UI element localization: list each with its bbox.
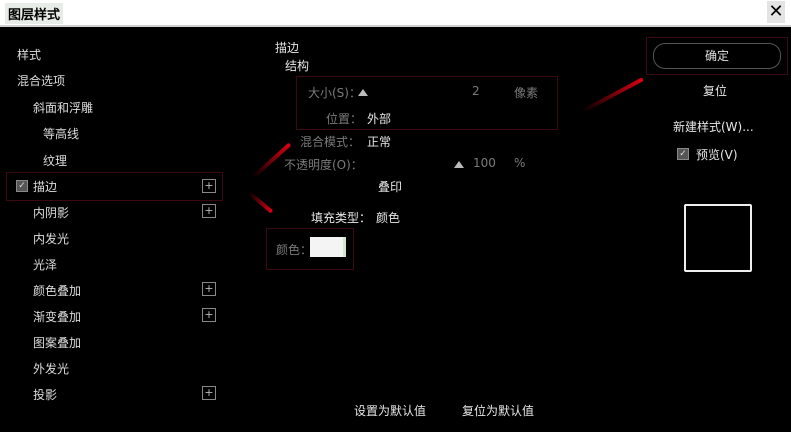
sidebar-item-blending-options[interactable]: 混合选项	[17, 74, 66, 88]
fill-type-select[interactable]: 颜色	[376, 211, 401, 225]
sidebar-item-outer-glow[interactable]: 外发光	[33, 362, 70, 376]
stroke-add-icon[interactable]: +	[202, 179, 216, 193]
sidebar-item-color-overlay[interactable]: 颜色叠加	[33, 284, 82, 298]
stroke-checkbox[interactable]: ✓	[16, 180, 28, 192]
group-title: 结构	[285, 59, 310, 73]
size-position-highlight	[296, 76, 558, 130]
sidebar-item-bevel-emboss[interactable]: 斜面和浮雕	[33, 101, 94, 115]
blend-mode-label: 混合模式：	[300, 135, 361, 149]
position-select[interactable]: 外部	[367, 112, 392, 126]
ok-highlight	[646, 37, 788, 75]
sidebar-item-inner-glow[interactable]: 内发光	[33, 232, 70, 246]
color-overlay-add-icon[interactable]: +	[202, 282, 216, 296]
sidebar-item-pattern-overlay[interactable]: 图案叠加	[33, 336, 82, 350]
sidebar-item-gradient-overlay[interactable]: 渐变叠加	[33, 310, 82, 324]
size-value[interactable]: 2	[472, 84, 480, 98]
preview-label: 预览(V)	[696, 148, 738, 162]
overprint-checkbox[interactable]: 叠印	[378, 180, 403, 194]
reset-button[interactable]: 复位	[703, 84, 728, 98]
sidebar-item-satin[interactable]: 光泽	[33, 258, 58, 272]
sidebar-item-contour[interactable]: 等高线	[43, 127, 80, 141]
sidebar-item-inner-shadow[interactable]: 内阴影	[33, 206, 70, 220]
sidebar-item-stroke[interactable]: 描边	[33, 180, 58, 194]
stroke-highlight	[6, 172, 223, 201]
sidebar-item-texture[interactable]: 纹理	[43, 154, 68, 168]
style-preview-thumbnail	[684, 204, 752, 272]
inner-shadow-add-icon[interactable]: +	[202, 204, 216, 218]
fill-type-label: 填充类型：	[311, 211, 372, 225]
section-title: 描边	[275, 41, 300, 55]
size-slider-handle[interactable]	[358, 89, 368, 96]
size-unit: 像素	[514, 86, 539, 100]
gradient-overlay-add-icon[interactable]: +	[202, 308, 216, 322]
annotation-arrow-ok	[582, 77, 644, 113]
reset-default-button[interactable]: 复位为默认值	[462, 404, 535, 418]
new-style-button[interactable]: 新建样式(W)...	[673, 120, 754, 134]
opacity-label: 不透明度(O)：	[284, 158, 363, 172]
position-label: 位置：	[326, 112, 363, 126]
preview-checkbox[interactable]: ✓	[677, 148, 689, 160]
sidebar-item-drop-shadow[interactable]: 投影	[33, 388, 58, 402]
set-default-button[interactable]: 设置为默认值	[354, 404, 427, 418]
title-bar: 图层样式 ✕	[0, 0, 791, 27]
close-icon[interactable]: ✕	[767, 1, 785, 23]
sidebar-item-styles[interactable]: 样式	[17, 48, 42, 62]
opacity-unit: %	[514, 156, 526, 170]
drop-shadow-add-icon[interactable]: +	[202, 386, 216, 400]
color-highlight	[266, 228, 354, 270]
annotation-arrow-color	[247, 191, 274, 214]
ok-button[interactable]: 确定	[653, 43, 781, 69]
opacity-slider-handle[interactable]	[454, 161, 464, 168]
window-title: 图层样式	[5, 3, 64, 24]
color-swatch[interactable]	[310, 237, 346, 257]
opacity-value[interactable]: 100	[473, 156, 496, 170]
blend-mode-select[interactable]: 正常	[367, 135, 392, 149]
size-label: 大小(S)：	[308, 86, 361, 100]
color-label: 颜色：	[276, 243, 313, 257]
